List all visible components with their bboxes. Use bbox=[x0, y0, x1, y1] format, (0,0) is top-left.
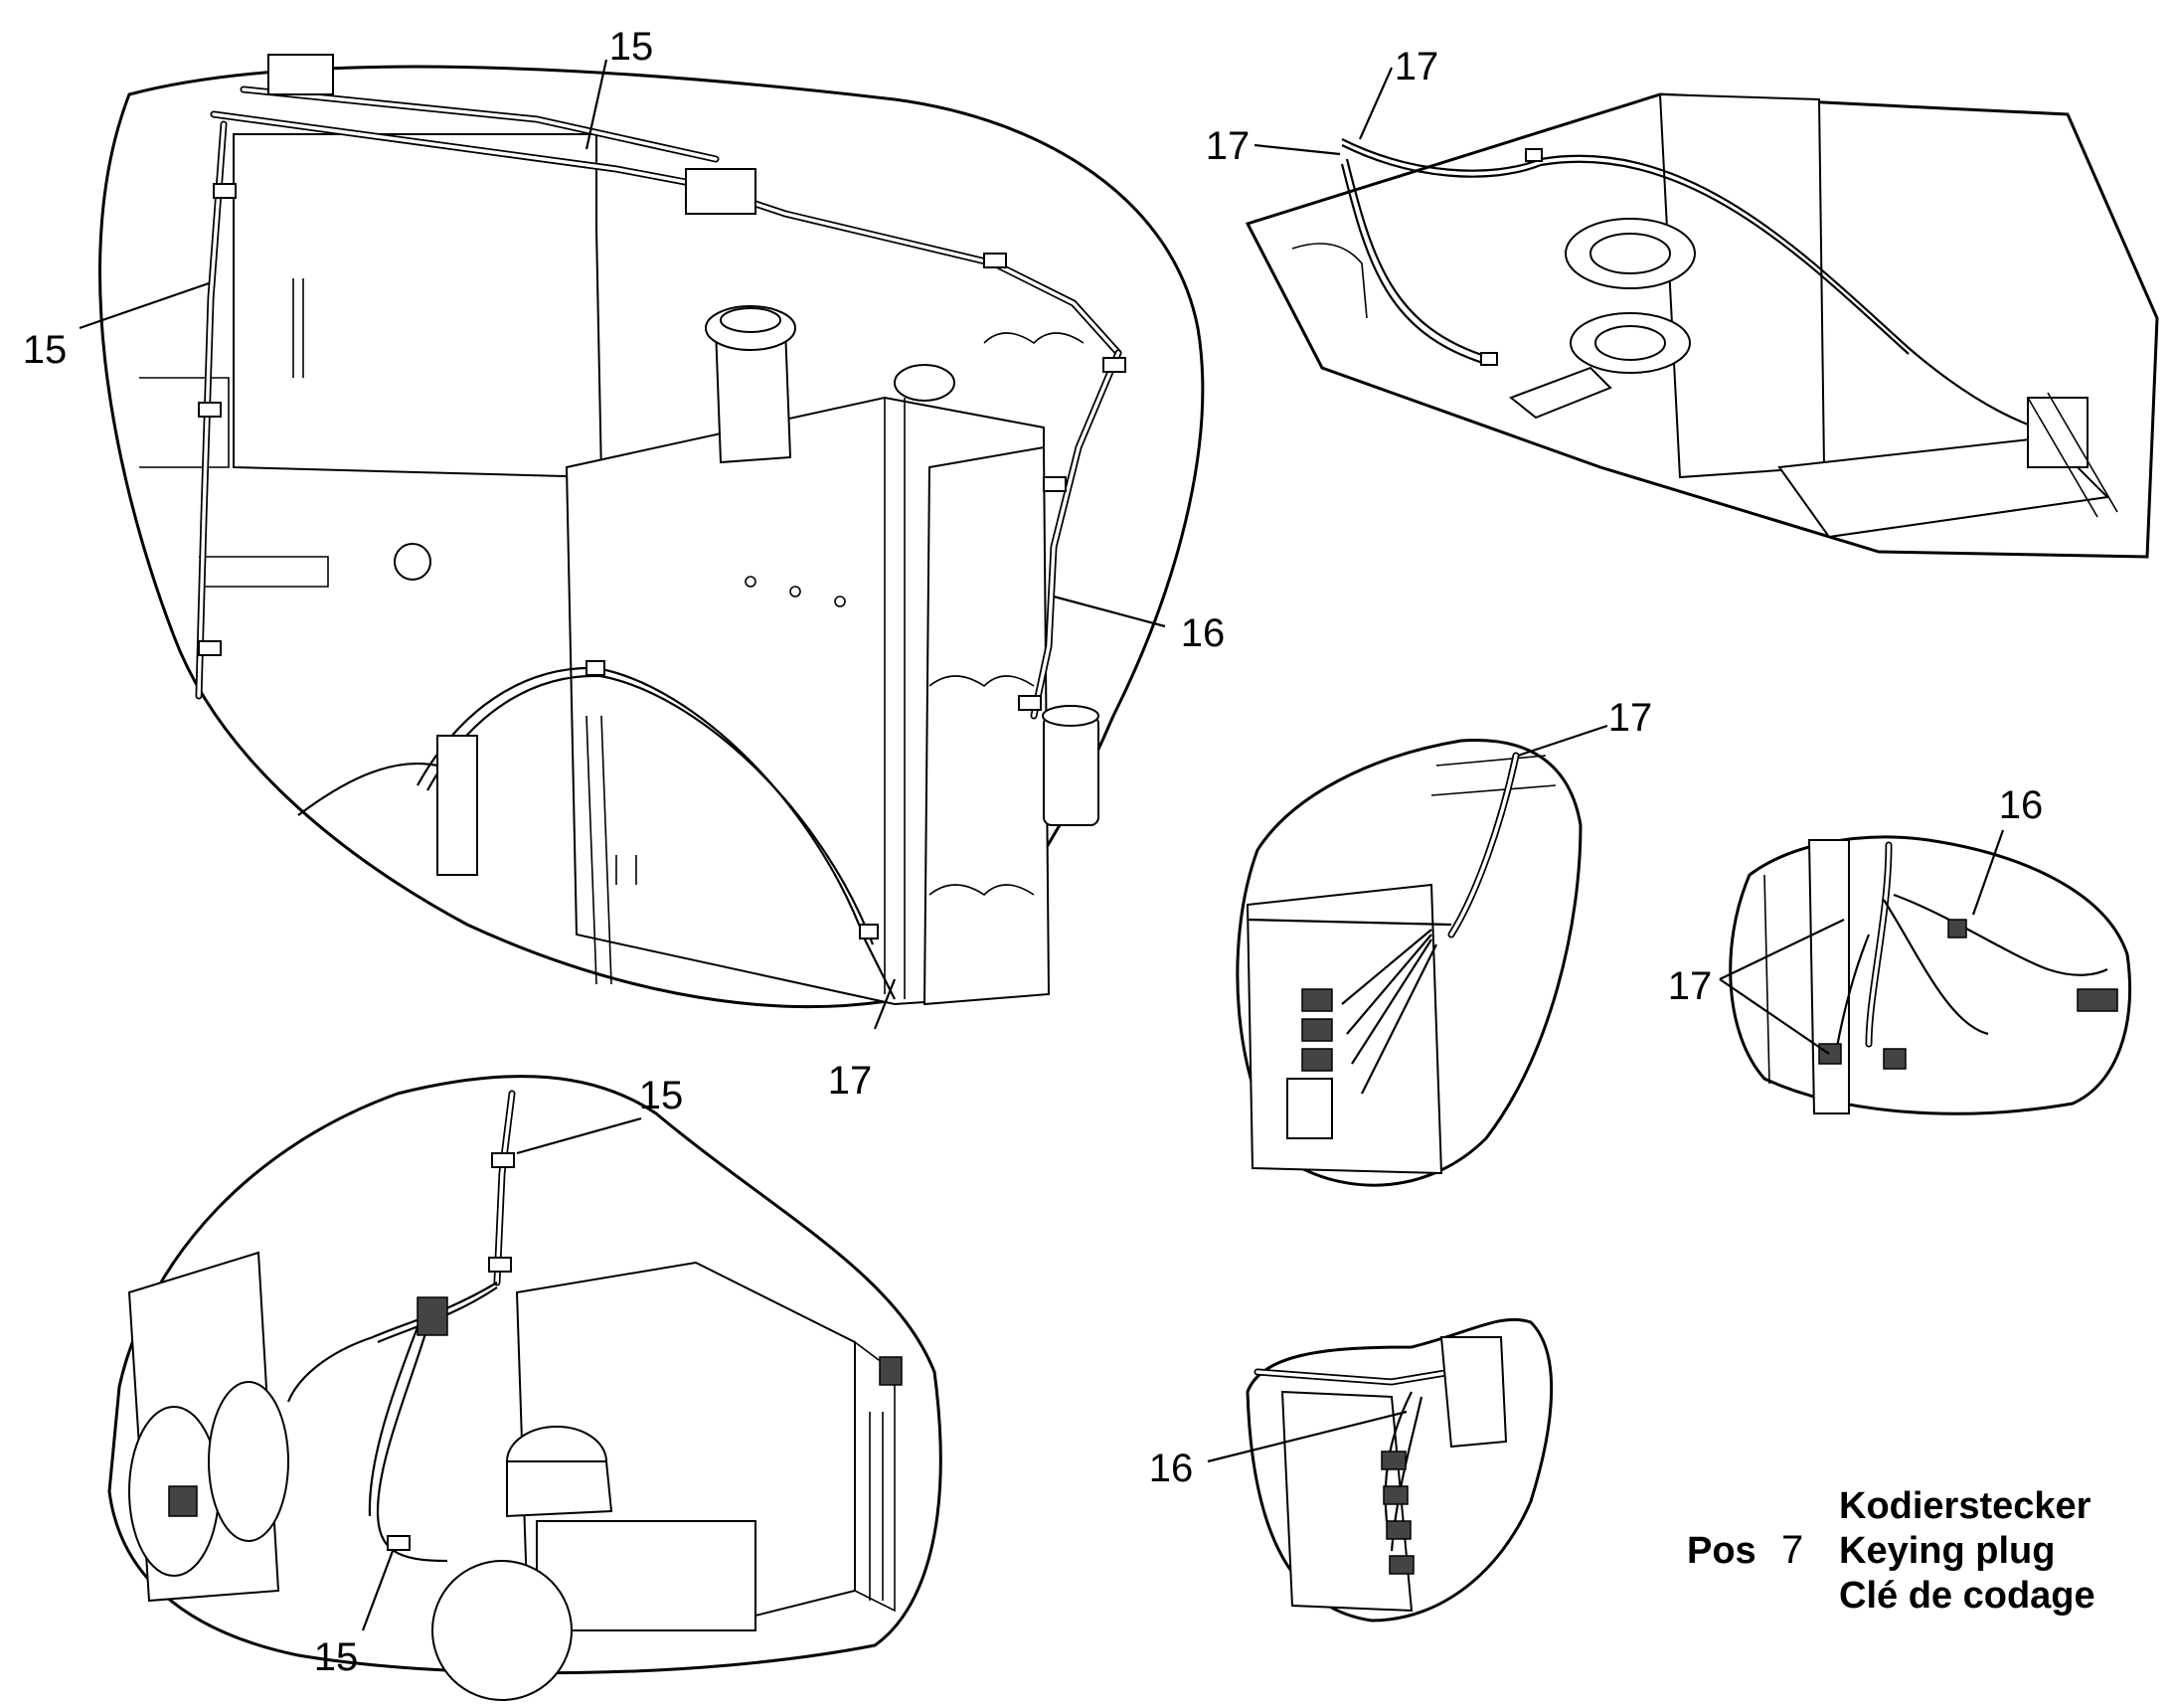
callout-right-16: 16 bbox=[1999, 783, 2044, 827]
main-view bbox=[79, 54, 1205, 1030]
legend-line-en: Keying plug bbox=[1839, 1530, 2055, 1572]
legend-line-de: Kodierstecker bbox=[1839, 1485, 2091, 1527]
callout-bl-15-top: 15 bbox=[639, 1074, 684, 1117]
callout-mid-17: 17 bbox=[1608, 696, 1653, 740]
top-right-view bbox=[1245, 67, 2159, 559]
middle-view bbox=[1236, 724, 1608, 1187]
callout-main-15-top: 15 bbox=[609, 25, 654, 69]
legend: Pos 7 Kodierstecker Keying plug Clé de c… bbox=[1687, 1485, 2095, 1617]
callout-main-16: 16 bbox=[1181, 611, 1226, 655]
bottom-right-view bbox=[1207, 1317, 1554, 1623]
callout-right-17: 17 bbox=[1668, 964, 1713, 1008]
callout-tr-17-a: 17 bbox=[1395, 45, 1439, 88]
callout-br-16: 16 bbox=[1149, 1447, 1194, 1490]
legend-line-fr: Clé de codage bbox=[1839, 1575, 2095, 1617]
callout-labels: 15 15 16 17 17 17 17 16 17 15 15 16 bbox=[23, 25, 2044, 1679]
callout-bl-15-bottom: 15 bbox=[314, 1635, 359, 1679]
callout-tr-17-b: 17 bbox=[1206, 124, 1251, 168]
legend-pos-prefix: Pos bbox=[1687, 1530, 1756, 1572]
bottom-left-view bbox=[107, 1075, 942, 1701]
callout-main-17: 17 bbox=[828, 1059, 873, 1103]
callout-main-15-left: 15 bbox=[23, 328, 68, 372]
legend-pos-number: 7 bbox=[1781, 1528, 1803, 1572]
right-view bbox=[1719, 829, 2131, 1115]
